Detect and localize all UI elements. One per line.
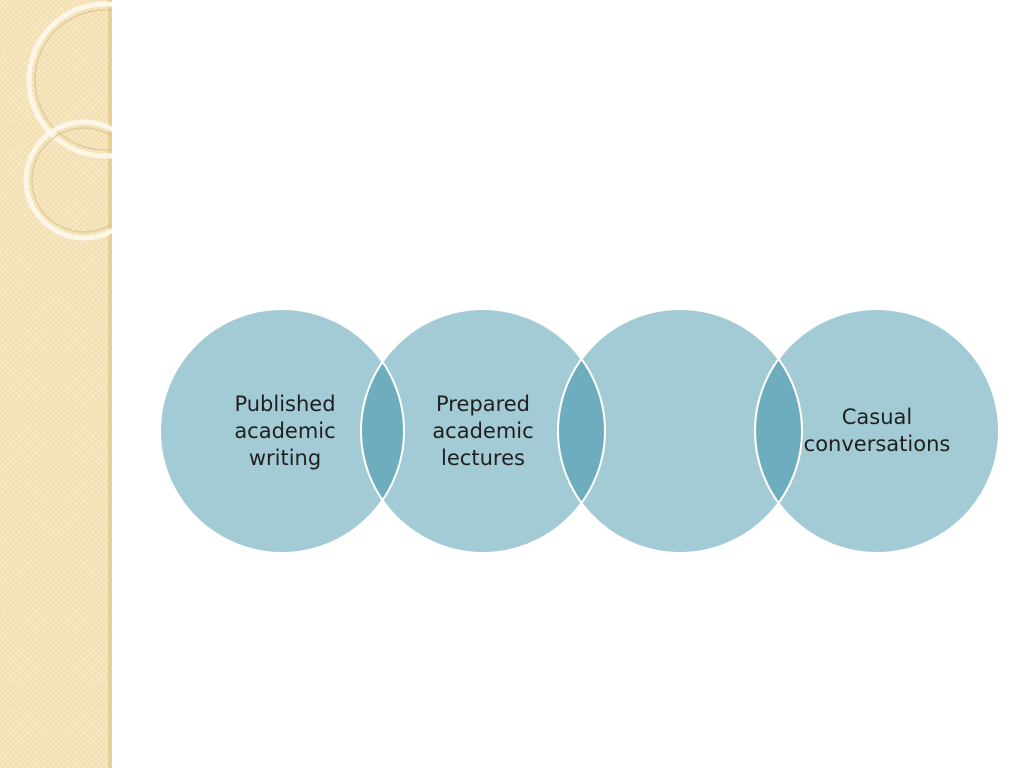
circle-casual-conversations-outline (754, 308, 1000, 554)
circle-empty-outline (557, 308, 803, 554)
decorative-ring-large (26, 1, 112, 159)
decorative-side-band-edge (108, 0, 112, 768)
decorative-ring-small-inner (31, 127, 112, 233)
circle-published-academic-writing-outline (159, 308, 405, 554)
circle-label-casual-conversations: Casual conversations (803, 405, 951, 456)
circle-label-prepared-academic-lectures: Prepared academic lectures (432, 392, 534, 470)
circle-prepared-academic-lectures-outline (360, 308, 606, 554)
circle-label-published-academic-writing: Published academic writing (234, 392, 336, 470)
decorative-ring-large-inner (34, 9, 112, 151)
circle-empty (558, 309, 802, 553)
decorative-ring-small (23, 119, 112, 241)
circle-published-academic-writing (160, 309, 404, 553)
circle-prepared-academic-lectures (361, 309, 605, 553)
circle-casual-conversations (755, 309, 999, 553)
decorative-rings-graphic (23, 1, 112, 241)
